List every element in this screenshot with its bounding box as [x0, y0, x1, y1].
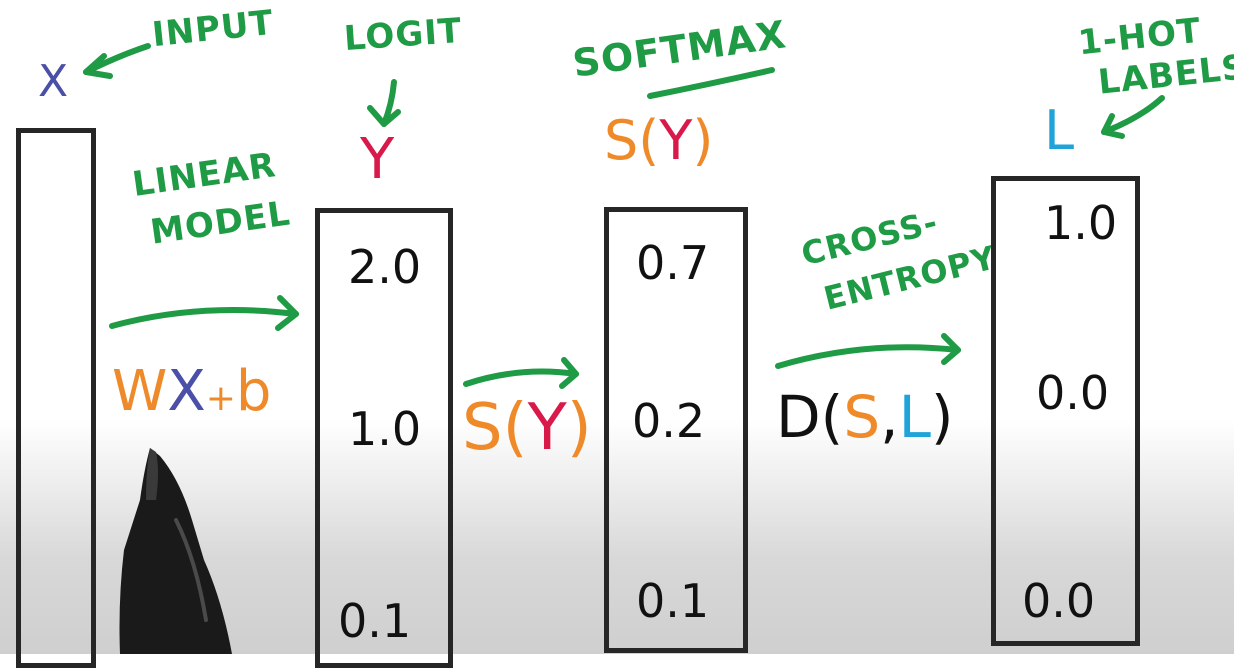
logit-value-1: 2.0	[348, 240, 422, 294]
cross-entropy-arrow	[775, 333, 961, 369]
linear-formula: WX+b	[112, 364, 271, 420]
linear-model-arrow	[109, 295, 299, 331]
softmax-arrow	[463, 357, 579, 389]
model-label: MODEL	[147, 193, 293, 253]
top-sy-s: S	[604, 109, 639, 172]
sy-s: S	[462, 391, 503, 465]
formula-x: X	[167, 359, 206, 424]
softmax-underline	[647, 67, 775, 99]
softmax-value-2: 0.2	[632, 394, 706, 448]
pen-icon	[119, 448, 232, 654]
labels-arrow	[1101, 95, 1165, 139]
formula-w: W	[112, 359, 168, 424]
linear-label: LINEAR	[129, 145, 279, 205]
label-value-1: 1.0	[1044, 196, 1118, 250]
top-sy-open: (	[638, 109, 660, 172]
softmax-sy-label: S(Y)	[604, 114, 713, 168]
logit-value-2: 1.0	[348, 402, 422, 456]
input-x-label: X	[38, 56, 69, 107]
softmax-label: SOFTMAX	[569, 12, 790, 86]
sy-close: )	[566, 391, 592, 465]
d-close: )	[930, 383, 954, 451]
logit-y-label: Y	[360, 127, 395, 192]
logit-value-3: 0.1	[338, 594, 412, 648]
top-sy-y: Y	[659, 109, 693, 172]
logit-label: LOGIT	[342, 10, 464, 60]
input-arrow	[83, 43, 151, 79]
label-value-2: 0.0	[1036, 366, 1110, 420]
labels-box	[991, 176, 1140, 646]
sy-open: (	[502, 391, 528, 465]
softmax-box	[604, 207, 748, 653]
softmax-value-3: 0.1	[636, 574, 710, 628]
softmax-function: S(Y)	[462, 396, 592, 460]
d-l: L	[898, 383, 931, 451]
label-value-3: 0.0	[1022, 574, 1096, 628]
logit-arrow	[367, 79, 401, 127]
sy-y: Y	[527, 391, 567, 465]
d-open: (	[820, 383, 844, 451]
top-sy-close: )	[692, 109, 714, 172]
d-comma: ,	[880, 383, 899, 451]
formula-b: b	[235, 359, 272, 424]
input-label: INPUT	[150, 2, 276, 56]
cross-entropy-function: D(S,L)	[776, 388, 954, 446]
softmax-value-1: 0.7	[636, 236, 710, 290]
d-letter: D	[776, 383, 821, 451]
formula-plus: +	[205, 378, 236, 419]
labels-l-var: L	[1044, 99, 1075, 162]
input-box	[16, 128, 96, 668]
d-s: S	[843, 383, 881, 451]
